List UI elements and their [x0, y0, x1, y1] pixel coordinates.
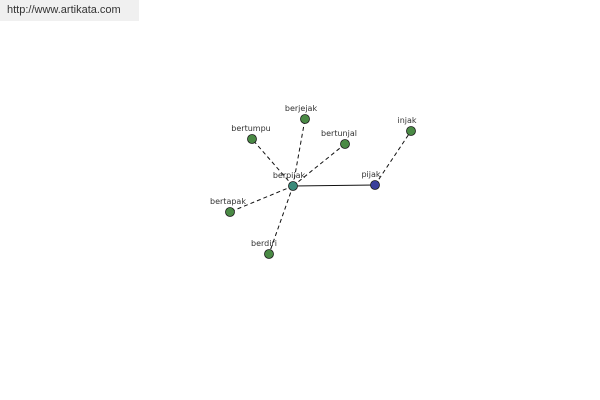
node-label-bertunjal: bertunjal: [321, 129, 357, 138]
edge-berpijak-pijak: [292, 184, 376, 187]
node-injak[interactable]: injak: [397, 116, 417, 136]
node-label-bertapak: bertapak: [210, 197, 246, 206]
node-berpijak[interactable]: berpijak: [273, 171, 306, 191]
edge-berpijak-berdiri: [268, 185, 294, 255]
node-label-berdiri: berdiri: [251, 239, 277, 248]
nodes-layer: berpijak pijak injak berjejak bertumpu bertun…: [210, 104, 417, 259]
node-marker-pijak[interactable]: [370, 180, 380, 190]
edge-berpijak-berjejak: [292, 118, 306, 187]
node-marker-bertunjal[interactable]: [340, 139, 350, 149]
node-berjejak[interactable]: berjejak: [285, 104, 318, 124]
node-marker-bertumpu[interactable]: [247, 134, 257, 144]
node-marker-injak[interactable]: [406, 126, 416, 136]
node-bertapak[interactable]: bertapak: [210, 197, 246, 217]
node-marker-bertapak[interactable]: [225, 207, 235, 217]
node-bertumpu[interactable]: bertumpu: [231, 124, 271, 144]
source-url-banner[interactable]: http://www.artikata.com: [0, 0, 139, 21]
node-marker-berjejak[interactable]: [300, 114, 310, 124]
node-label-bertumpu: bertumpu: [231, 124, 270, 133]
node-label-injak: injak: [397, 116, 416, 125]
edge-pijak-injak: [374, 130, 412, 186]
edge-berpijak-bertapak: [229, 185, 294, 213]
node-marker-berpijak[interactable]: [288, 181, 298, 191]
edge-berpijak-bertumpu: [251, 138, 294, 187]
node-berdiri[interactable]: berdiri: [251, 239, 277, 259]
node-pijak[interactable]: pijak: [361, 170, 381, 190]
node-label-pijak: pijak: [361, 170, 380, 179]
node-marker-berdiri[interactable]: [264, 249, 274, 259]
node-label-berjejak: berjejak: [285, 104, 318, 113]
node-bertunjal[interactable]: bertunjal: [321, 129, 357, 149]
edges-layer: [229, 118, 412, 255]
node-label-berpijak: berpijak: [273, 171, 306, 180]
